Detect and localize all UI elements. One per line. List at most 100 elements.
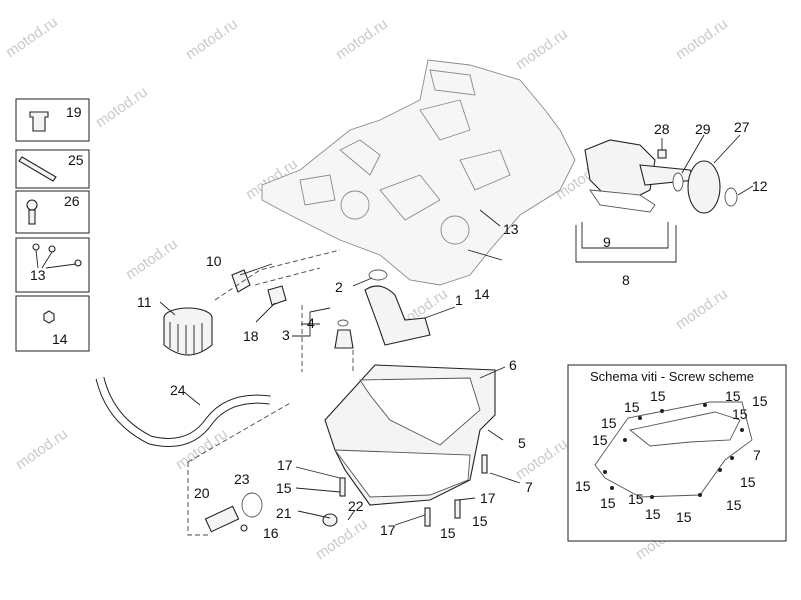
svg-text:7: 7: [753, 447, 761, 463]
callout-labels: 1 2 3 4 5 6 7 8 9 10 11 12 13 14 15 15 1…: [137, 119, 768, 541]
callout-18: 18: [243, 328, 259, 344]
oil-pickup: [334, 269, 431, 349]
callout-1: 1: [455, 292, 463, 308]
callout-28: 28: [654, 121, 670, 137]
callout-3: 3: [282, 327, 290, 343]
bracket-8: [575, 225, 677, 263]
bolt-15c: [454, 499, 461, 519]
legend-box-25: 25: [15, 149, 90, 189]
callout-20: 20: [194, 485, 210, 501]
bolt-7: [481, 454, 488, 474]
union-10: [231, 269, 251, 293]
dowel-28: [657, 149, 667, 159]
svg-text:15: 15: [645, 506, 661, 522]
pump-rotor-27: [687, 160, 721, 214]
pump-gasket: [589, 189, 656, 213]
filter-cap-20: [204, 505, 240, 533]
callout-15c: 15: [440, 525, 456, 541]
bolt-15b: [424, 507, 431, 527]
callout-17c: 17: [380, 522, 396, 538]
svg-text:15: 15: [601, 415, 617, 431]
long-bolt-icon: [18, 156, 57, 182]
svg-text:13: 13: [30, 267, 46, 283]
engine-crankcase: [261, 59, 576, 286]
svg-text:15: 15: [676, 509, 692, 525]
svg-text:25: 25: [68, 152, 84, 168]
short-bolt-icon: [28, 209, 36, 225]
callout-10: 10: [206, 253, 222, 269]
drain-plug-21: [322, 513, 338, 527]
legend-box-19: 19: [15, 98, 90, 142]
svg-text:19: 19: [66, 104, 82, 120]
callout-13: 13: [503, 221, 519, 237]
screw-scheme-title: Schema viti - Screw scheme: [590, 369, 754, 384]
legend-box-14: 14: [15, 295, 90, 352]
callout-23: 23: [234, 471, 250, 487]
watermark: motod.ru: [333, 15, 391, 63]
svg-text:15: 15: [726, 497, 742, 513]
pump-shaft: [639, 164, 696, 186]
watermark: motod.ru: [13, 425, 71, 473]
legend-box-13: 13: [15, 237, 90, 293]
callout-29: 29: [695, 121, 711, 137]
bracket-9: [581, 222, 669, 249]
svg-text:15: 15: [600, 495, 616, 511]
o-ring-23: [241, 492, 263, 518]
sleeve-icon: [29, 111, 49, 132]
callout-17b: 17: [480, 490, 496, 506]
callout-6: 6: [509, 357, 517, 373]
oil-sump: [204, 364, 496, 533]
bolt-16: [240, 524, 248, 532]
watermark: motod.ru: [673, 285, 731, 333]
watermark: motod.ru: [123, 235, 181, 283]
callout-4: 4: [307, 315, 315, 331]
watermark: motod.ru: [183, 15, 241, 63]
assembly-lines: [187, 249, 354, 536]
callout-8: 8: [622, 272, 630, 288]
callout-21: 21: [276, 505, 292, 521]
nut-icon: [43, 310, 55, 324]
svg-text:15: 15: [575, 478, 591, 494]
seal-2: [368, 269, 388, 281]
callout-2: 2: [335, 279, 343, 295]
callout-14: 14: [474, 286, 490, 302]
strainer-1: [364, 285, 431, 346]
svg-text:15: 15: [628, 491, 644, 507]
insert-3: [334, 329, 354, 349]
legend-box-26: 26: [15, 190, 90, 234]
hose-24: [95, 376, 271, 447]
watermark: motod.ru: [3, 13, 61, 61]
bolt-15: [339, 477, 346, 497]
leader-lines: [159, 134, 754, 526]
screw-scheme-panel: Schema viti - Screw scheme 15 15 15 15 1…: [567, 364, 787, 542]
oil-pump-assembly: [575, 139, 738, 263]
o-ring-29: [672, 172, 684, 192]
svg-text:15: 15: [650, 388, 666, 404]
callout-16: 16: [263, 525, 279, 541]
o-ring-4: [337, 319, 349, 327]
svg-text:15: 15: [740, 474, 756, 490]
callout-27: 27: [734, 119, 750, 135]
callout-12: 12: [752, 178, 768, 194]
svg-text:26: 26: [64, 193, 80, 209]
svg-text:15: 15: [624, 399, 640, 415]
callout-15b: 15: [472, 513, 488, 529]
watermark: motod.ru: [313, 515, 371, 563]
svg-text:15: 15: [725, 388, 741, 404]
sensor-18: [267, 285, 287, 306]
oil-filter-11: [163, 307, 213, 356]
callout-11: 11: [137, 294, 152, 310]
callout-9: 9: [603, 234, 611, 250]
screw-points: [603, 403, 744, 499]
watermark: motod.ru: [93, 83, 151, 131]
svg-text:15: 15: [752, 393, 768, 409]
callout-15a: 15: [276, 480, 292, 496]
watermark: motod.ru: [513, 25, 571, 73]
callout-22: 22: [348, 498, 364, 514]
callout-7: 7: [525, 479, 533, 495]
svg-text:15: 15: [592, 432, 608, 448]
callout-24: 24: [170, 382, 186, 398]
svg-text:15: 15: [732, 406, 748, 422]
callout-17a: 17: [277, 457, 293, 473]
